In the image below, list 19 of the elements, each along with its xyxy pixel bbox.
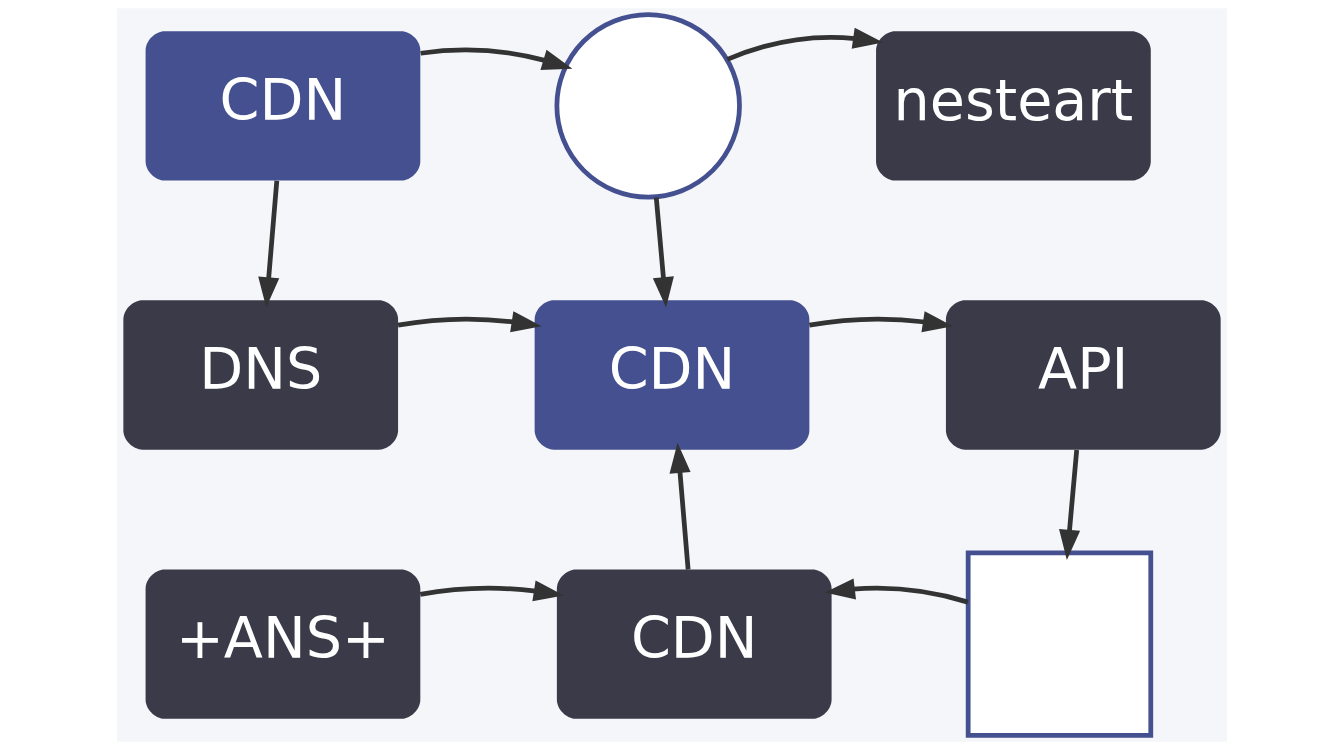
arrow <box>669 442 691 570</box>
node-box: nesteart <box>876 31 1151 181</box>
node-box: CDN <box>534 300 810 450</box>
arrow <box>726 27 884 62</box>
arrow <box>419 580 564 602</box>
arrow <box>258 180 280 308</box>
node-box: API <box>945 300 1221 450</box>
arrow <box>1059 449 1081 561</box>
node-box: DNS <box>123 300 399 450</box>
node-box: +ANS+ <box>145 569 421 719</box>
arrow <box>824 578 969 605</box>
node-box <box>965 550 1154 738</box>
node-box: CDN <box>145 31 421 181</box>
node-circle <box>554 12 742 200</box>
arrow <box>808 311 953 333</box>
arrow <box>397 311 542 333</box>
arrow <box>420 47 573 71</box>
arrow <box>652 197 674 308</box>
node-box: CDN <box>556 569 832 719</box>
